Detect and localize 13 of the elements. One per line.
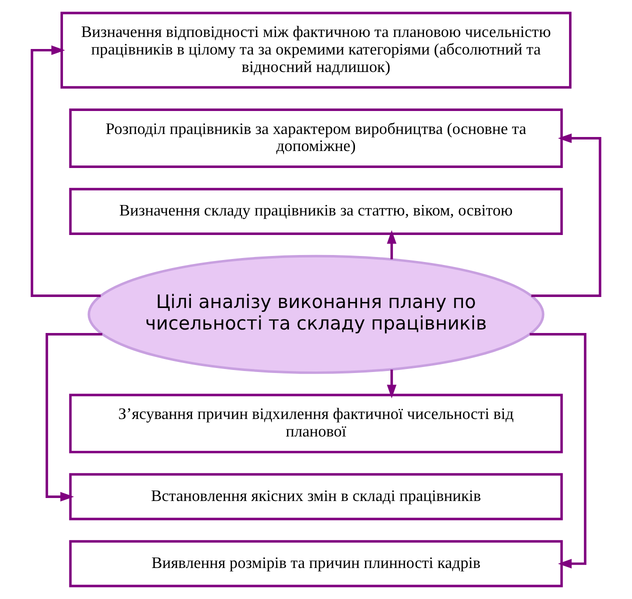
arrow [531,133,602,298]
arrow [46,333,102,502]
node-box: З’ясування причин відхилення фактичної чисельності від планової [69,394,563,454]
node-box: Встановлення якісних змін в складі працівників [69,473,563,520]
arrow [30,45,101,298]
arrow [386,230,396,260]
arrow [530,333,586,568]
node-box: Визначення складу працівників за статтю, віком, освітою [69,188,563,235]
arrow [386,370,396,398]
node-box: Виявлення розмірів та причин плинності кадрів [69,540,563,588]
node-ellipse: Цілі аналізу виконання плану по чисельності та складу працівників [88,254,544,374]
node-box: Визначення відповідності між фактичною та плановою чисельністю працівників в цілому та за окремими категоріями (абсолютний та відносний надлишок) [60,12,572,89]
node-box: Розподіл працівників за характером виробництва (основне та допоміжне) [69,108,563,168]
